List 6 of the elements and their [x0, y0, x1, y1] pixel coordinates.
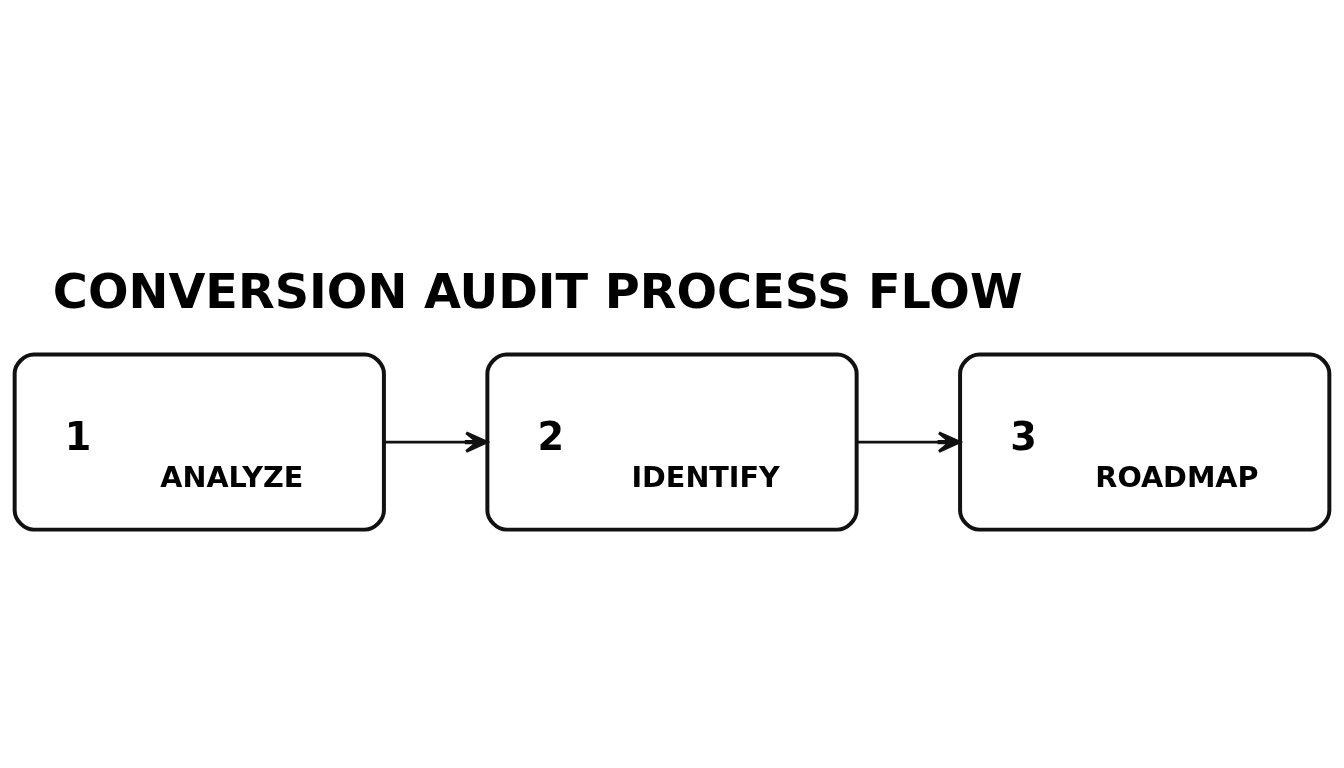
arrow — [384, 431, 489, 453]
diagram-title: CONVERSION AUDIT PROCESS FLOW — [52, 263, 1023, 319]
node-box: 3 ROADMAP — [958, 352, 1332, 532]
node-box: 2 IDENTIFY — [485, 352, 859, 532]
arrow — [857, 431, 962, 453]
node-box: 1 ANALYZE — [12, 352, 386, 532]
